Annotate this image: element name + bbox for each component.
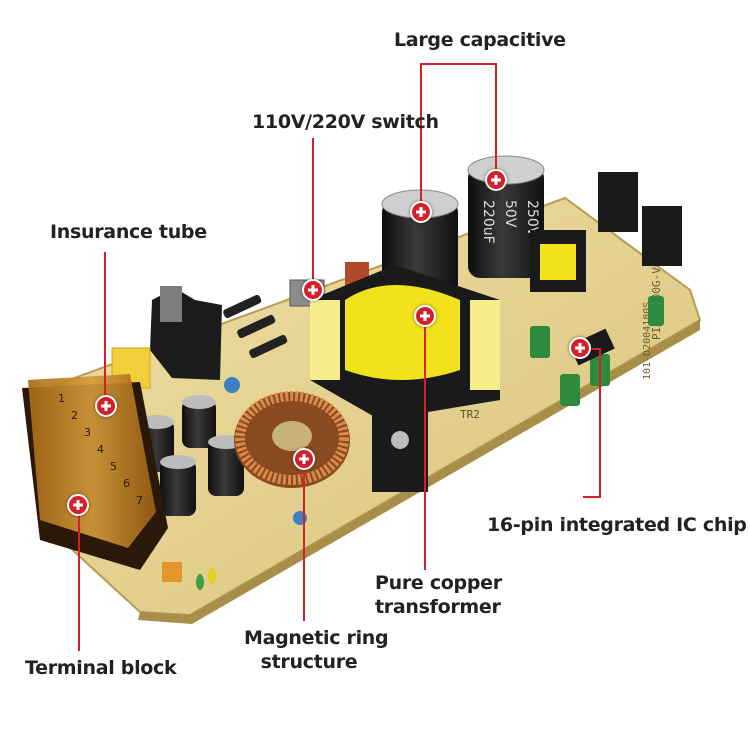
ic-line-bottom <box>583 496 601 498</box>
insurance-dot[interactable] <box>95 395 117 417</box>
magnetic-line <box>303 459 305 621</box>
power-transistor <box>372 410 428 492</box>
svg-text:TR2: TR2 <box>460 408 480 421</box>
top-right-transistor-2 <box>642 206 682 266</box>
terminal-number: 1 <box>58 392 65 405</box>
terminal-number: 3 <box>84 426 91 439</box>
silkscreen-code: 101-D2004180S <box>642 302 653 380</box>
ic-line-h <box>581 348 601 350</box>
large-capacitive-line-top <box>420 63 497 65</box>
insurance-tube-label: Insurance tube <box>50 221 207 243</box>
terminal-number: 5 <box>110 460 117 473</box>
magnetic-ring-label: Magnetic ring structure <box>244 627 389 675</box>
terminal-number: 6 <box>123 477 130 490</box>
svg-text:220uF: 220uF <box>480 200 496 244</box>
terminal-number: 2 <box>71 409 78 422</box>
large-capacitive-line-right <box>495 63 497 181</box>
large-capacitive-label: Large capacitive <box>394 29 566 51</box>
diodes <box>223 294 288 358</box>
green-components <box>530 296 664 406</box>
ic-chip-label: 16-pin integrated IC chip <box>487 514 747 536</box>
magnetic-ring-label-line1: Magnetic ring <box>244 627 389 649</box>
terminal-block-label: Terminal block <box>25 657 177 679</box>
ic-line-v <box>599 348 601 498</box>
magnetic-ring <box>234 391 350 488</box>
terminal-dot[interactable] <box>67 494 89 516</box>
svg-text:50V: 50V <box>502 200 518 228</box>
aux-transformer <box>530 230 586 292</box>
terminal-line <box>78 505 80 651</box>
terminal-number: 4 <box>97 443 104 456</box>
ic-dot[interactable] <box>569 337 591 359</box>
magnetic-dot[interactable] <box>293 448 315 470</box>
top-right-transistor-1 <box>598 172 638 232</box>
switch-dot[interactable] <box>302 279 324 301</box>
magnetic-ring-label-line2: structure <box>260 650 358 673</box>
svg-text:250V: 250V <box>524 200 540 237</box>
pure-copper-line <box>424 318 426 570</box>
pure-copper-dot[interactable] <box>414 305 436 327</box>
pure-copper-label-line1: Pure copper <box>375 572 502 594</box>
large-capacitive-line-left <box>420 63 422 211</box>
switch-label: 110V/220V switch <box>252 111 439 133</box>
switch-line <box>312 138 314 288</box>
pure-copper-label-line2: transformer <box>375 595 501 618</box>
pure-copper-label: Pure copper transformer <box>375 572 502 620</box>
large-capacitive-dot-2[interactable] <box>485 169 507 191</box>
large-capacitive-dot-1[interactable] <box>410 201 432 223</box>
insurance-line <box>104 252 106 406</box>
terminal-number: 7 <box>136 494 143 507</box>
